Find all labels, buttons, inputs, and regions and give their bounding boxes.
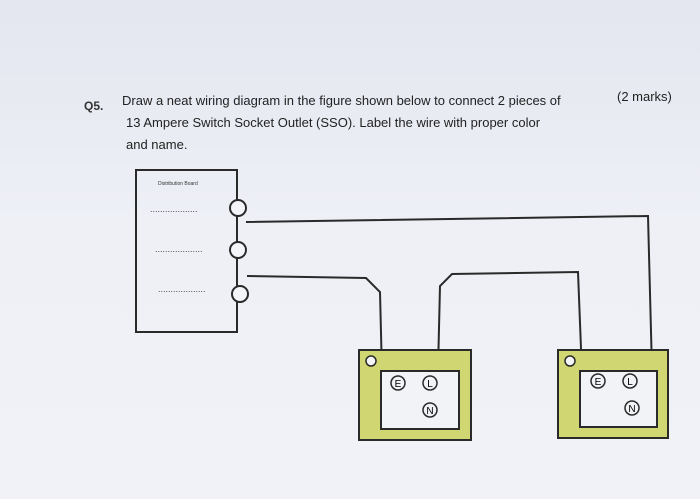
live-pin-icon [622,373,638,389]
switch-icon [365,355,377,367]
breaker-dots-1: ................... [150,204,198,214]
live-pin-icon [422,375,438,391]
terminal-1 [229,199,247,217]
breaker-dots-3: ................... [158,284,206,294]
switch-icon [564,355,576,367]
question-number: Q5. [84,99,104,113]
terminal-2 [229,241,247,259]
socket-outlet-left: E L N [358,349,472,441]
question-text-line2: 13 Ampere Switch Socket Outlet (SSO). La… [126,115,541,130]
distribution-board-label: Distribution Board [158,181,198,187]
svg-text:E: E [395,379,402,390]
question-text-line1: Draw a neat wiring diagram in the figure… [122,93,561,108]
neutral-pin-icon [624,400,640,416]
breaker-dots-2: ................... [155,244,203,254]
svg-text:E: E [595,377,602,388]
marks-label: (2 marks) [617,89,672,104]
svg-text:L: L [627,377,633,388]
socket-outlet-right: E L N [557,349,669,439]
earth-pin-icon [390,375,406,391]
terminal-3 [231,285,249,303]
question-text-line3: and name. [126,137,188,152]
neutral-pin-icon [422,402,438,418]
wire-top [245,214,653,371]
wire-middle [246,275,383,375]
svg-text:N: N [628,404,635,415]
svg-text:N: N [426,406,433,417]
svg-text:L: L [427,379,433,390]
earth-pin-icon [590,373,606,389]
wire-right-socket [437,270,583,375]
